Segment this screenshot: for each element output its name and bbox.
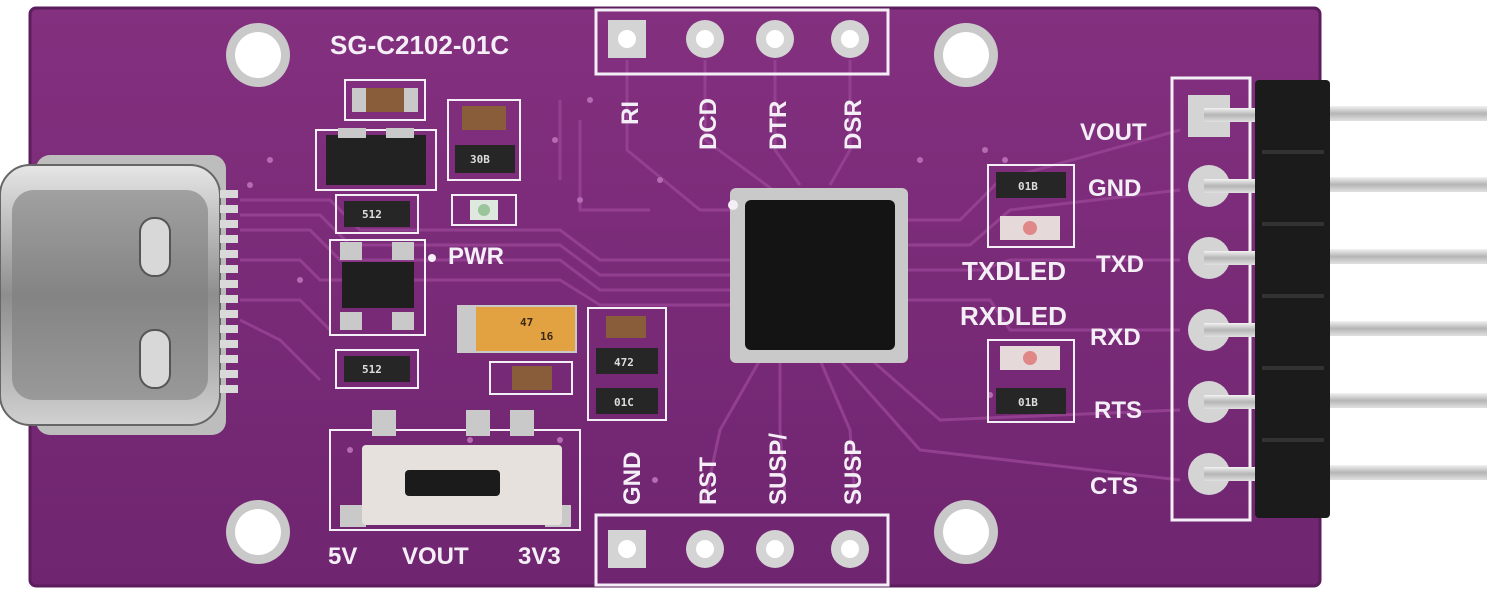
top-header-pads xyxy=(608,20,869,58)
voltage-regulator xyxy=(315,128,437,191)
label-txd: TXD xyxy=(1096,251,1144,278)
led-resistor-mark-1: 01B xyxy=(1018,180,1038,193)
cap-30b-mark: 30B xyxy=(470,153,490,166)
label-rxd: RXD xyxy=(1090,324,1141,351)
top-header-labels: RI DCD DTR DSR xyxy=(617,98,867,150)
component-cluster-472: 472 01C xyxy=(587,307,667,421)
label-dtr: DTR xyxy=(765,101,792,150)
right-header-outline xyxy=(1170,76,1252,522)
bottom-header-outline xyxy=(594,513,890,587)
cp2102-chip xyxy=(728,188,908,363)
resistor-r2: 512 xyxy=(335,349,419,389)
board-model-label: SG-C2102-01C xyxy=(330,30,509,60)
txdled-label: TXDLED xyxy=(962,256,1066,286)
switch-label-vout: VOUT xyxy=(402,543,469,570)
bottom-header-labels: GND RST SUSP/ SUSP xyxy=(619,433,867,505)
led-resistor-mark-2: 01B xyxy=(1018,396,1038,409)
resistor-30b-group: 30B xyxy=(447,99,521,181)
right-header-housing xyxy=(1255,80,1330,518)
rxdled-label: RXDLED xyxy=(960,301,1067,331)
transistor-sot23 xyxy=(329,239,426,336)
label-dsr: DSR xyxy=(840,99,867,150)
switch-label-5v: 5V xyxy=(328,543,357,570)
pcb-traces xyxy=(239,60,1181,501)
switch-labels: 5V VOUT 3V3 xyxy=(328,543,561,570)
label-gnd-right: GND xyxy=(1088,175,1141,202)
tantalum-mark-b: 16 xyxy=(540,330,554,343)
rx-led-group: 01B xyxy=(987,339,1075,423)
switch-label-3v3: 3V3 xyxy=(518,543,561,570)
label-rst: RST xyxy=(695,457,722,505)
label-cts: CTS xyxy=(1090,473,1138,500)
resistor-472-mark: 472 xyxy=(614,356,634,369)
resistor-r2-mark: 512 xyxy=(362,363,382,376)
tantalum-mark-a: 47 xyxy=(520,316,533,329)
top-header-outline xyxy=(594,8,890,76)
resistor-r1: 512 xyxy=(335,194,419,234)
voltage-select-switch xyxy=(329,410,581,531)
small-cap-bottom xyxy=(489,361,573,395)
tantalum-capacitor: 47 16 xyxy=(457,305,577,353)
label-gnd-bottom: GND xyxy=(619,452,646,505)
label-rts: RTS xyxy=(1094,397,1142,424)
label-dcd: DCD xyxy=(695,98,722,150)
label-susp-slash: SUSP/ xyxy=(765,433,792,505)
pwr-label: PWR xyxy=(448,243,504,270)
mounting-holes xyxy=(226,23,998,564)
label-susp: SUSP xyxy=(840,440,867,505)
label-ri: RI xyxy=(617,101,644,125)
capacitor-top xyxy=(344,79,426,121)
label-vout: VOUT xyxy=(1080,119,1147,146)
right-header-pins xyxy=(1204,106,1487,481)
power-led xyxy=(451,194,517,226)
resistor-r1-mark: 512 xyxy=(362,208,382,221)
bottom-header-pads xyxy=(608,530,869,568)
right-header-labels: VOUT GND TXD RXD RTS CTS xyxy=(1080,119,1147,500)
resistor-01c-mark: 01C xyxy=(614,396,634,409)
tx-led-group: 01B xyxy=(987,164,1075,248)
usb-c-connector xyxy=(0,155,238,435)
